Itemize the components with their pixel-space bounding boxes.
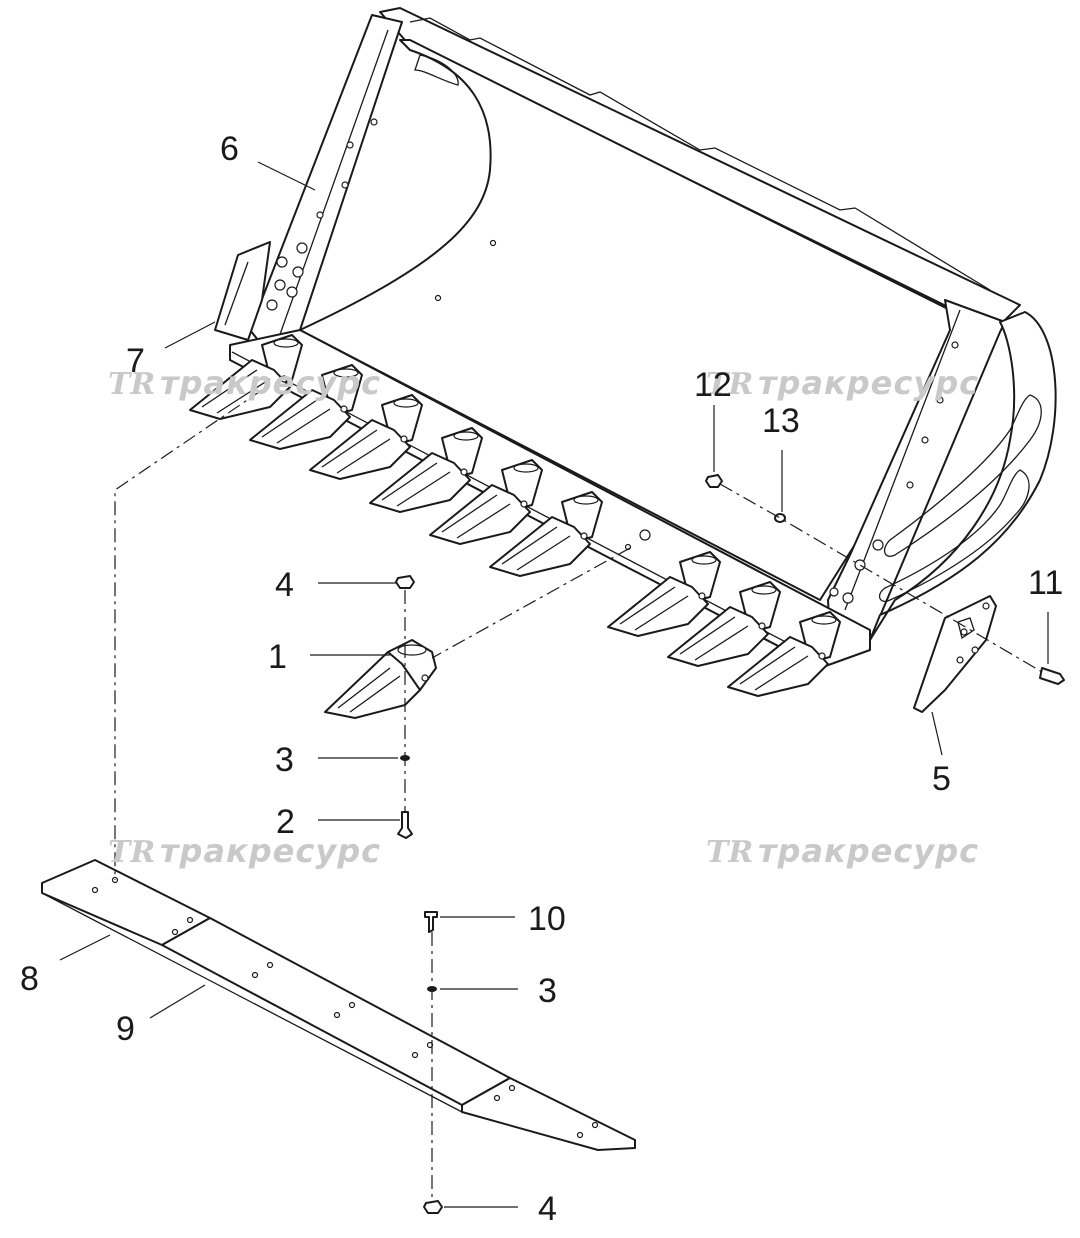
bucket-tooth <box>429 459 543 545</box>
watermark-2: TR тракресурс <box>706 364 979 402</box>
bucket-tooth <box>667 581 781 667</box>
teeth-row <box>189 334 841 697</box>
bolt-11 <box>1039 667 1065 685</box>
washer-13 <box>774 513 786 523</box>
nut-top <box>395 575 415 589</box>
bucket-tooth <box>249 364 363 450</box>
assembly-lines <box>114 389 1043 1200</box>
bucket-tooth <box>189 334 303 420</box>
leader-lines <box>59 161 1049 1208</box>
svg-text:тракресурс: тракресурс <box>758 364 979 402</box>
nut-bottom <box>423 1200 443 1214</box>
watermark-4: TR тракресурс <box>706 832 979 870</box>
callout-5: 5 <box>932 760 951 798</box>
callout-2: 2 <box>276 803 295 841</box>
callout-4-bottom: 4 <box>538 1190 557 1228</box>
small-parts <box>395 474 1065 1214</box>
svg-text:TR: TR <box>108 835 155 870</box>
edge-plate-9 <box>161 917 511 1106</box>
svg-text:TR: TR <box>108 367 155 402</box>
left-bolt-group <box>266 242 308 311</box>
bucket <box>214 7 1057 669</box>
callout-1: 1 <box>268 638 287 676</box>
callout-3-top: 3 <box>275 741 294 779</box>
bolt-10 <box>424 911 438 933</box>
bucket-tooth <box>309 394 423 480</box>
right-side-cutter <box>913 595 997 713</box>
svg-text:тракресурс: тракресурс <box>758 832 979 870</box>
watermarks: TR тракресурс TR тракресурс TR тракресур… <box>108 364 979 870</box>
bucket-tooth <box>369 427 483 513</box>
bucket-body <box>299 39 991 601</box>
watermark-3: TR тракресурс <box>108 832 381 870</box>
bucket-tooth <box>727 611 841 697</box>
callout-4-top: 4 <box>275 566 294 604</box>
callouts: 6 7 4 1 3 2 10 3 4 8 9 12 13 11 5 <box>20 130 1063 1228</box>
bucket-right-outer-wall <box>869 311 1057 641</box>
bolt-pin <box>397 811 413 839</box>
callout-3-bottom: 3 <box>538 972 557 1010</box>
nut-12 <box>705 474 723 488</box>
bucket-tooth <box>489 491 603 577</box>
callout-9: 9 <box>116 1010 135 1048</box>
callout-8: 8 <box>20 960 39 998</box>
svg-text:тракресурс: тракресурс <box>160 832 381 870</box>
exploded-tooth <box>324 639 437 719</box>
callout-7: 7 <box>126 342 145 380</box>
svg-text:TR: TR <box>706 367 753 402</box>
svg-text:тракресурс: тракресурс <box>160 364 381 402</box>
edge-plates <box>41 859 636 1151</box>
callout-12: 12 <box>694 366 732 404</box>
callout-11: 11 <box>1028 564 1063 602</box>
svg-text:TR: TR <box>706 835 753 870</box>
watermark-1: TR тракресурс <box>108 364 381 402</box>
callout-6: 6 <box>220 130 239 168</box>
bucket-back-wall <box>379 7 1021 331</box>
bucket-tooth <box>607 551 721 637</box>
callout-10: 10 <box>528 900 566 938</box>
callout-13: 13 <box>762 402 800 440</box>
